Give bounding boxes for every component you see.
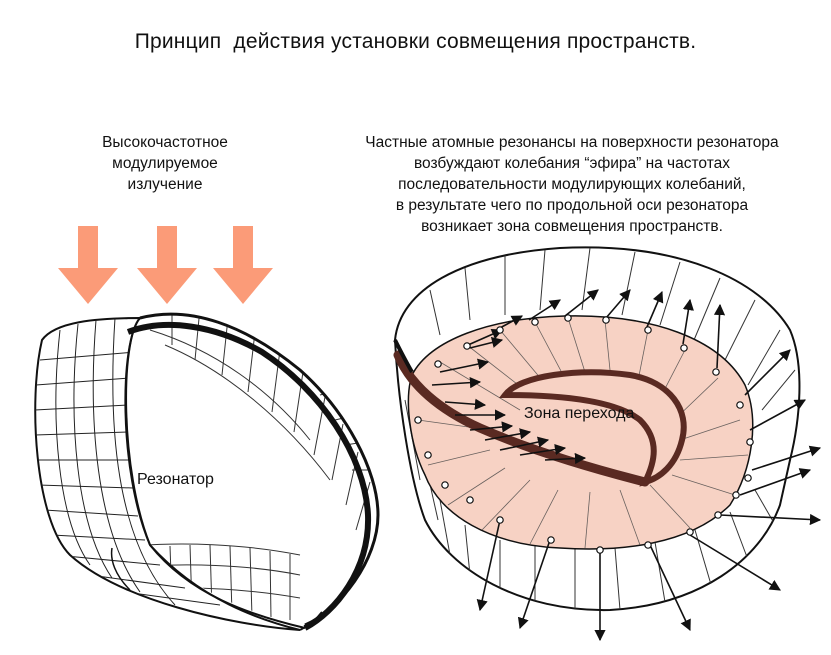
resonator-label: Резонатор <box>137 471 214 488</box>
radiation-arrows <box>58 226 273 304</box>
radiation-arrow <box>58 226 118 304</box>
radiation-caption-line: излучение <box>127 176 203 193</box>
resonator-left <box>34 312 380 631</box>
resonator-right <box>393 246 822 642</box>
transition-zone-label: Зона перехода <box>524 405 635 422</box>
radiation-caption-line: Высокочастотное <box>102 134 228 151</box>
resonance-caption-line: возникает зона совмещения пространств. <box>421 218 723 235</box>
resonance-caption-line: возбуждают колебания “эфира” на частотах <box>413 155 731 172</box>
transition-zone <box>498 369 687 487</box>
excitation-surface <box>407 315 754 550</box>
resonance-caption-line: в результате чего по продольной оси резо… <box>395 197 749 214</box>
page-title: Принцип действия установки совмещения пр… <box>134 30 697 53</box>
radiation-caption-line: модулируемое <box>112 155 218 172</box>
oscillation-arrows <box>431 289 822 642</box>
radiation-caption: Высокочастотное модулируемое излучение <box>70 132 260 195</box>
resonance-caption: Частные атомные резонансы на поверхности… <box>318 132 826 237</box>
radiation-arrow <box>137 226 197 304</box>
resonance-caption-line: Частные атомные резонансы на поверхности… <box>365 134 779 151</box>
radiation-arrow <box>213 226 273 304</box>
resonance-caption-line: последовательности модулирующих колебани… <box>398 176 746 193</box>
resonance-nodes <box>414 314 754 554</box>
